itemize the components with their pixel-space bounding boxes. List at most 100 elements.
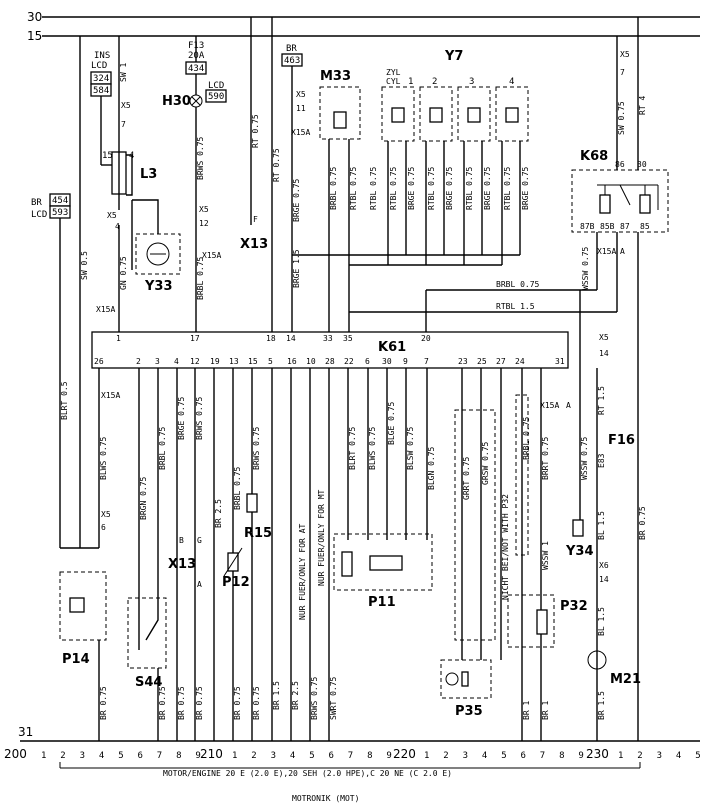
svg-text:16: 16 <box>287 357 297 366</box>
svg-text:BR 0.75: BR 0.75 <box>638 506 647 540</box>
svg-text:NICHT BEI/NOT WITH P32: NICHT BEI/NOT WITH P32 <box>501 494 510 600</box>
svg-text:BR 0.75: BR 0.75 <box>195 686 204 720</box>
svg-text:F: F <box>253 215 258 224</box>
svg-text:RT 0.75: RT 0.75 <box>272 148 281 182</box>
svg-text:X5: X5 <box>296 90 306 99</box>
ruler-digit: 9 <box>386 751 391 761</box>
svg-text:15: 15 <box>248 357 258 366</box>
svg-text:ZYL: ZYL <box>386 68 401 77</box>
svg-text:GRSW 0.75: GRSW 0.75 <box>481 441 490 485</box>
svg-text:X15A: X15A <box>540 401 559 410</box>
ruler-digit: 6 <box>329 751 334 761</box>
ruler-digit: 4 <box>290 751 295 761</box>
svg-text:P14: P14 <box>62 652 90 667</box>
svg-text:BRBL 0.75: BRBL 0.75 <box>233 466 242 510</box>
svg-text:324: 324 <box>93 74 109 84</box>
ruler-digit: 7 <box>157 751 162 761</box>
svg-text:BR 1: BR 1 <box>541 701 550 720</box>
svg-text:20: 20 <box>421 334 431 343</box>
svg-text:BLRT 0.5: BLRT 0.5 <box>60 381 69 420</box>
svg-text:463: 463 <box>284 56 300 66</box>
svg-text:14: 14 <box>599 349 609 358</box>
svg-text:X15A: X15A <box>101 391 120 400</box>
svg-text:BLRT 0.75: BLRT 0.75 <box>348 426 357 470</box>
svg-text:BR 0.75: BR 0.75 <box>252 686 261 720</box>
svg-text:BLGE 0.75: BLGE 0.75 <box>387 401 396 445</box>
wire-rt-075: RT 0.75 F X13 RT 0.75 <box>240 17 281 332</box>
rail-30: 30 <box>27 10 700 24</box>
ruler-digit: 2 <box>637 751 642 761</box>
svg-text:24: 24 <box>515 357 525 366</box>
svg-text:K61: K61 <box>378 340 406 355</box>
svg-text:31: 31 <box>18 725 33 739</box>
ruler-digit: 4 <box>99 751 104 761</box>
svg-text:K68: K68 <box>580 149 608 164</box>
svg-text:X13: X13 <box>168 557 196 572</box>
svg-text:2: 2 <box>432 77 437 87</box>
svg-text:SW 1: SW 1 <box>119 63 128 82</box>
svg-text:593: 593 <box>52 208 68 218</box>
svg-text:X15A: X15A <box>96 305 115 314</box>
ruler-digit: 2 <box>60 751 65 761</box>
svg-text:BR: BR <box>286 44 297 54</box>
svg-text:BRGE 0.75: BRGE 0.75 <box>292 178 301 222</box>
svg-text:12: 12 <box>190 357 200 366</box>
br-454-reference: BR 454 LCD 593 BLRT 0.5 <box>31 193 71 548</box>
svg-text:BRWS 0.75: BRWS 0.75 <box>196 136 205 180</box>
svg-text:7: 7 <box>620 68 625 77</box>
svg-text:RTBL 0.75: RTBL 0.75 <box>369 166 378 210</box>
svg-text:SW 0.5: SW 0.5 <box>80 251 89 280</box>
svg-text:SWRT 0.75: SWRT 0.75 <box>329 676 338 720</box>
svg-text:15: 15 <box>27 29 42 43</box>
svg-text:RTBL 0.75: RTBL 0.75 <box>389 166 398 210</box>
svg-text:BRGE 1.5: BRGE 1.5 <box>292 249 301 288</box>
ruler-digit: 6 <box>521 751 526 761</box>
lamp-h30: H30 LCD 590 BRWS 0.75 X5 12 X15A BRBL 0.… <box>162 81 227 332</box>
ruler-digit: 8 <box>176 751 181 761</box>
svg-text:30: 30 <box>637 160 647 169</box>
ruler-digit: 1 <box>424 751 429 761</box>
svg-text:A: A <box>197 580 202 589</box>
svg-text:P11: P11 <box>368 595 396 610</box>
svg-text:BRGE 0.75: BRGE 0.75 <box>407 166 416 210</box>
svg-text:B: B <box>179 536 184 545</box>
rail-15: 15 <box>27 29 700 43</box>
relay-k68: X5 7 SW 0.75 RT 4 K68 86 30 87B 85B 87 8… <box>571 17 669 741</box>
svg-text:28: 28 <box>325 357 335 366</box>
svg-text:BL 1.5: BL 1.5 <box>597 511 606 540</box>
svg-text:BRGE 0.75: BRGE 0.75 <box>521 166 530 210</box>
svg-text:BLWS 0.75: BLWS 0.75 <box>368 426 377 470</box>
svg-text:X5: X5 <box>620 50 630 59</box>
svg-text:LCD: LCD <box>91 61 107 71</box>
svg-text:4: 4 <box>115 222 120 231</box>
rail-31: 31 <box>18 725 700 742</box>
svg-text:4: 4 <box>509 77 514 87</box>
svg-text:14: 14 <box>286 334 296 343</box>
svg-text:BLWS 0.75: BLWS 0.75 <box>99 436 108 480</box>
svg-text:BRBL 0.75: BRBL 0.75 <box>496 280 540 289</box>
svg-text:GRRT 0.75: GRRT 0.75 <box>462 456 471 500</box>
svg-text:13: 13 <box>229 357 239 366</box>
svg-text:27: 27 <box>496 357 506 366</box>
svg-text:25: 25 <box>477 357 487 366</box>
ruler-digit: 5 <box>118 751 123 761</box>
svg-text:30: 30 <box>382 357 392 366</box>
component-y33: Y33 <box>131 199 181 294</box>
svg-text:454: 454 <box>52 196 68 206</box>
svg-text:1: 1 <box>408 77 413 87</box>
wires-brbl-rtbl-horizontal: BRBL 0.75 RTBL 1.5 <box>349 280 617 332</box>
svg-text:WSSW 0.75: WSSW 0.75 <box>581 246 590 290</box>
svg-text:BRBL 0.75: BRBL 0.75 <box>196 256 205 300</box>
svg-text:87: 87 <box>620 222 630 231</box>
component-m33: M33 BRBL 0.75 RTBL 0.75 <box>319 69 361 332</box>
svg-text:G: G <box>197 536 202 545</box>
svg-text:590: 590 <box>208 92 224 102</box>
svg-text:14: 14 <box>599 575 609 584</box>
component-p14: P14 BR 0.75 <box>59 571 108 741</box>
br-463-reference: BR 463 X5 11 X15A BRGE 0.75 BRGE 1.5 <box>281 44 310 332</box>
ruler-digit: 8 <box>559 751 564 761</box>
svg-text:23: 23 <box>458 357 468 366</box>
svg-text:31: 31 <box>555 357 565 366</box>
svg-text:M21: M21 <box>610 672 641 687</box>
